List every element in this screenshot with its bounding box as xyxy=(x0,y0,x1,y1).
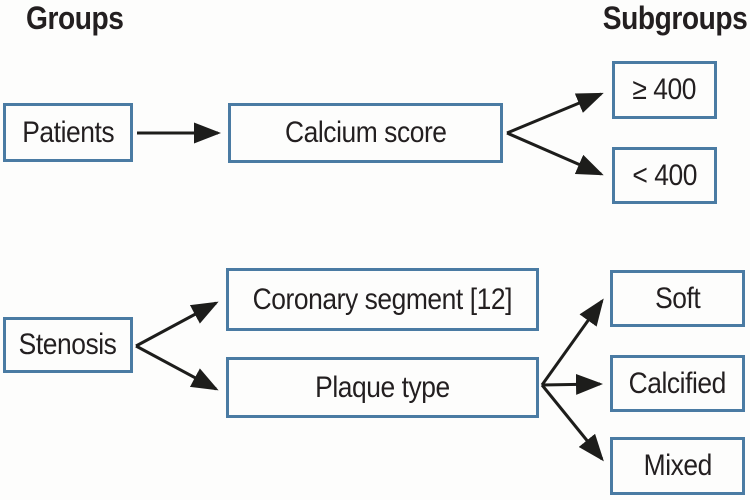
node-soft: Soft xyxy=(610,270,745,327)
node-soft-label: Soft xyxy=(654,281,701,315)
node-coronary-segment: Coronary segment [12] xyxy=(226,268,539,331)
node-calcified-label: Calcified xyxy=(628,366,727,400)
node-calcium-score-label: Calcium score xyxy=(284,116,447,149)
node-coronary-segment-label: Coronary segment [12] xyxy=(252,282,513,316)
node-patients-label: Patients xyxy=(22,115,114,149)
node-lt-400: < 400 xyxy=(612,147,717,204)
column-header-groups: Groups xyxy=(26,0,137,37)
node-calcium-score: Calcium score xyxy=(228,103,503,163)
node-mixed: Mixed xyxy=(610,437,745,495)
arrow-plaque-type-to-mixed xyxy=(540,384,604,462)
node-ge-400: ≥ 400 xyxy=(612,61,717,119)
column-header-subgroups-label: Subgroups xyxy=(602,0,747,36)
node-calcified: Calcified xyxy=(610,355,745,412)
node-mixed-label: Mixed xyxy=(643,449,712,482)
node-plaque-type: Plaque type xyxy=(226,357,539,418)
node-stenosis: Stenosis xyxy=(3,317,133,373)
node-patients: Patients xyxy=(3,103,133,162)
column-header-subgroups: Subgroups xyxy=(583,0,747,37)
arrow-plaque-type-to-calcified xyxy=(541,373,603,395)
arrow-calcium-score-to-ge-400 xyxy=(506,92,604,135)
arrow-stenosis-to-coronary-segment xyxy=(135,301,219,348)
node-lt-400-label: < 400 xyxy=(632,158,697,192)
arrow-plaque-type-to-soft xyxy=(540,298,604,386)
arrow-stenosis-to-plaque-type xyxy=(135,344,219,391)
column-header-groups-label: Groups xyxy=(26,0,124,36)
node-plaque-type-label: Plaque type xyxy=(315,370,450,404)
arrow-calcium-score-to-lt-400 xyxy=(506,131,604,176)
node-stenosis-label: Stenosis xyxy=(19,328,117,361)
node-ge-400-label: ≥ 400 xyxy=(632,73,697,106)
